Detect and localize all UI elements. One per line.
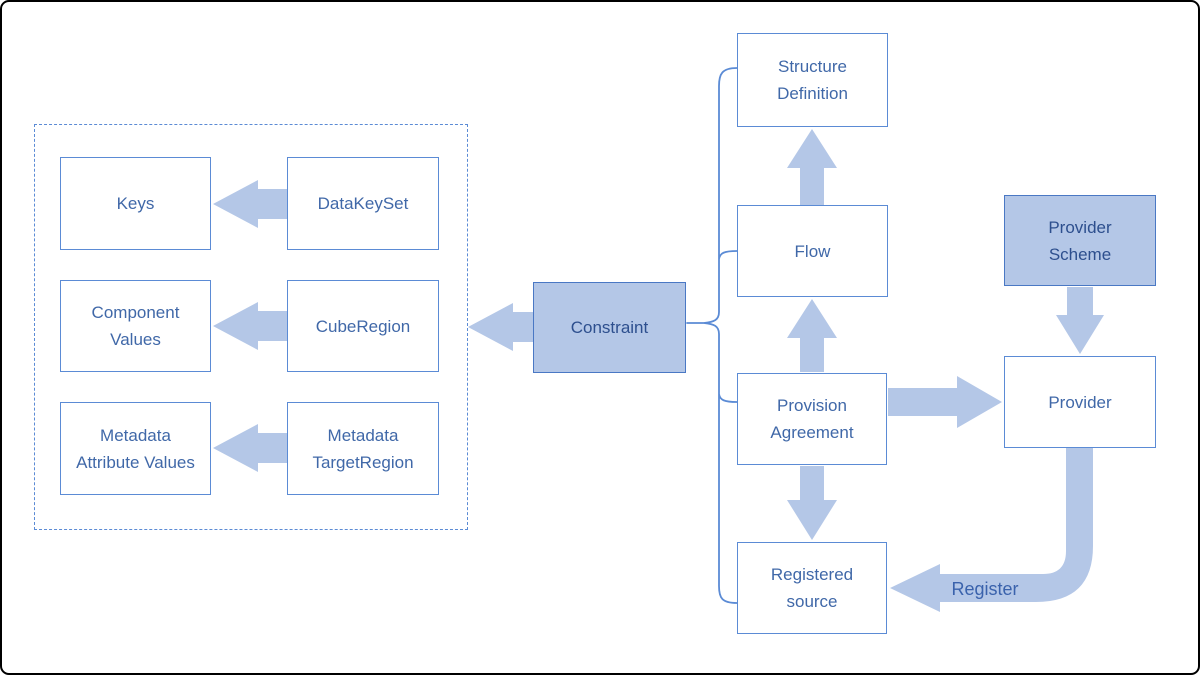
metadata-target-region-label: Metadata TargetRegion (312, 425, 414, 472)
provider-label: Provider (1048, 392, 1112, 412)
provider-to-registered-register-arrow (890, 448, 1093, 612)
registered-source-box: Registered source (737, 542, 887, 634)
provider-scheme-to-provider-arrow (1056, 287, 1104, 354)
provision-agreement-label: Provision Agreement (770, 396, 854, 442)
register-arrow-label: Register (951, 579, 1019, 599)
datakeyset-to-keys-arrow (213, 180, 287, 228)
flow-label: Flow (794, 241, 831, 261)
provider-scheme-box: Provider Scheme (1004, 195, 1156, 286)
keys-box: Keys (60, 157, 211, 250)
metadata-target-region-box: Metadata TargetRegion (287, 402, 439, 495)
constraint-label: Constraint (570, 318, 649, 337)
brace-connector (686, 67, 738, 604)
provision-agreement-box: Provision Agreement (737, 373, 887, 465)
provision-to-registered-arrow (787, 466, 837, 540)
provider-scheme-label: Provider Scheme (1048, 217, 1112, 264)
cuberegion-box: CubeRegion (287, 280, 439, 372)
component-values-box: Component Values (60, 280, 211, 372)
cuberegion-label: CubeRegion (315, 316, 411, 336)
registered-source-label: Registered source (770, 565, 854, 611)
datakeyset-label: DataKeySet (317, 194, 409, 213)
flow-box: Flow (737, 205, 888, 297)
datakeyset-box: DataKeySet (287, 157, 439, 250)
metadata-attribute-values-box: Metadata Attribute Values (60, 402, 211, 495)
metadata-attribute-values-label: Metadata Attribute Values (76, 425, 195, 472)
constraint-targets-group (34, 124, 468, 530)
structure-definition-box: Structure Definition (737, 33, 888, 127)
provision-to-flow-arrow (787, 299, 837, 372)
keys-label: Keys (116, 194, 155, 213)
structure-definition-label: Structure Definition (777, 57, 848, 103)
flow-to-structure-arrow (787, 129, 837, 205)
provider-box: Provider (1004, 356, 1156, 448)
component-values-label: Component Values (91, 303, 180, 349)
metadatatargetregion-to-metadataattributevalues-arrow (213, 424, 287, 472)
constraint-box: Constraint (533, 282, 686, 373)
constraint-to-group-arrow (468, 303, 533, 351)
cuberegion-to-componentvalues-arrow (213, 302, 287, 350)
provision-to-provider-arrow (888, 376, 1002, 428)
